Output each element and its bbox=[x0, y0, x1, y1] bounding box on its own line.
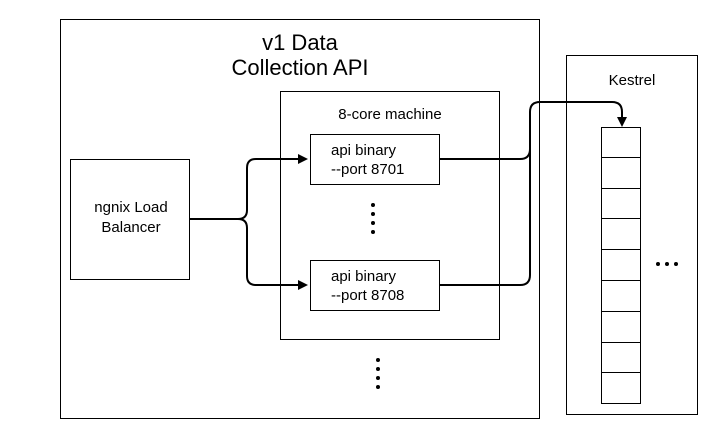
dot bbox=[376, 385, 380, 389]
api-binary-8708-label: api binary --port 8708 bbox=[331, 268, 404, 306]
queue-cell bbox=[601, 219, 641, 251]
kestrel-queue bbox=[601, 127, 641, 405]
queue-cell bbox=[601, 342, 641, 374]
dot bbox=[674, 262, 678, 266]
dot bbox=[376, 367, 380, 371]
dot bbox=[376, 376, 380, 380]
machine-box bbox=[280, 91, 500, 340]
dot bbox=[665, 262, 669, 266]
dot bbox=[371, 203, 375, 207]
queue-cell bbox=[601, 157, 641, 189]
queue-cell bbox=[601, 250, 641, 281]
api-binary-8708-port: --port 8708 bbox=[331, 286, 405, 304]
dot bbox=[371, 212, 375, 216]
api-title-line2: Collection API bbox=[231, 55, 369, 81]
queue-cell bbox=[601, 188, 641, 220]
load-balancer-box: ngnix Load Balancer bbox=[70, 159, 190, 280]
data-collection-api-box bbox=[60, 19, 540, 419]
kestrel-box bbox=[566, 55, 698, 415]
dot bbox=[376, 358, 380, 362]
load-balancer-label: ngnix Load Balancer bbox=[71, 198, 191, 237]
queue-cell bbox=[601, 280, 641, 312]
machines-ellipsis-icon bbox=[371, 358, 385, 389]
kestrel-label: Kestrel bbox=[608, 72, 656, 89]
queue-cell bbox=[601, 373, 641, 405]
api-8701-to-kestrel-line bbox=[440, 101, 627, 160]
machine-label: 8-core machine bbox=[338, 106, 442, 123]
queue-cell bbox=[601, 127, 641, 158]
kestrel-ellipsis-icon bbox=[656, 262, 678, 266]
api-binary-8701-label: api binary --port 8701 bbox=[331, 142, 404, 180]
api-8708-to-kestrel-line bbox=[440, 112, 531, 286]
dot bbox=[656, 262, 660, 266]
dot bbox=[371, 230, 375, 234]
api-binary-8701-port: --port 8701 bbox=[331, 160, 405, 178]
load-balancer-label-line2: Balancer bbox=[101, 218, 161, 236]
api-binary-8708-box: api binary --port 8708 bbox=[310, 260, 440, 311]
lb-to-api-8708-line bbox=[237, 218, 308, 290]
load-balancer-label-line1: ngnix Load bbox=[94, 199, 168, 216]
api-title-line1: v1 Data bbox=[262, 30, 338, 55]
api-binary-8701-box: api binary --port 8701 bbox=[310, 134, 440, 185]
machine-ellipsis-icon bbox=[366, 203, 380, 234]
api-binary-8701-name: api binary bbox=[331, 142, 397, 159]
api-title: v1 Data Collection API bbox=[60, 30, 540, 81]
dot bbox=[371, 221, 375, 225]
api-binary-8708-name: api binary bbox=[331, 268, 397, 285]
queue-cell bbox=[601, 311, 641, 343]
